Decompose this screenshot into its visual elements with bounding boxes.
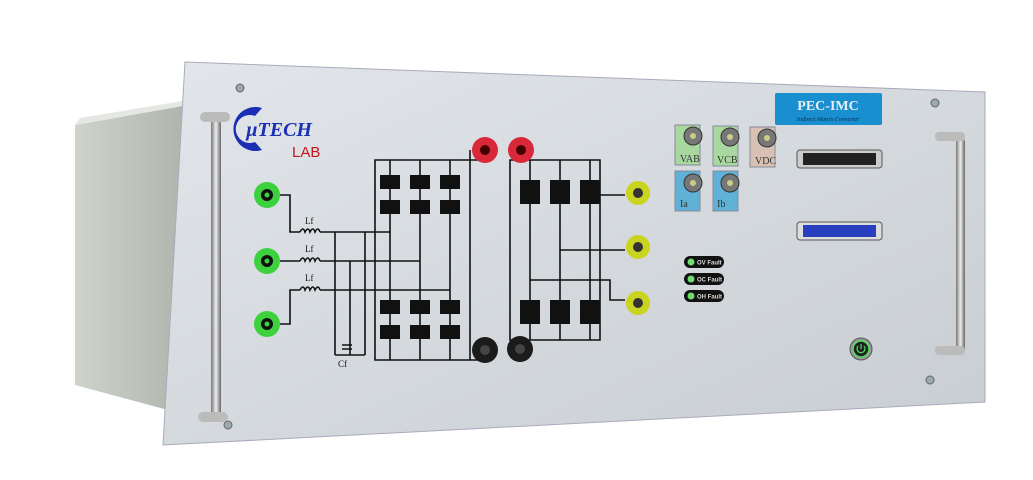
bnc-vab[interactable]: VAB bbox=[674, 124, 703, 166]
logo-sub: LAB bbox=[292, 144, 320, 161]
bnc-connectors: VAB VCB VDC Ia Ib bbox=[674, 124, 777, 212]
dsub-connector-bottom[interactable] bbox=[796, 221, 883, 241]
dc-link-positive-terminals bbox=[472, 137, 534, 163]
dc-positive-terminal-1[interactable] bbox=[472, 137, 498, 163]
left-handle bbox=[198, 112, 230, 422]
bnc-vcb[interactable]: VCB bbox=[712, 125, 740, 167]
inductor-label-2: Lf bbox=[305, 244, 314, 254]
nameplate: PEC-IMC Indirect Matrix Converter bbox=[775, 93, 882, 125]
screws bbox=[223, 83, 940, 430]
fault-indicator-oc: OC Fault bbox=[684, 273, 724, 285]
chassis-side bbox=[75, 105, 188, 410]
fault-indicator-oh: OH Fault bbox=[684, 290, 724, 302]
right-handle bbox=[935, 132, 965, 355]
bnc-ib[interactable]: Ib bbox=[712, 170, 740, 212]
inductor-label-3: Lf bbox=[305, 273, 314, 283]
capacitor-label: Cf bbox=[338, 359, 347, 369]
fault-indicator-ov: OV Fault bbox=[684, 256, 724, 268]
dc-negative-terminal-2[interactable] bbox=[507, 336, 533, 362]
power-icon bbox=[856, 344, 866, 354]
chassis-top bbox=[75, 100, 188, 125]
bnc-ia-label: Ia bbox=[680, 199, 688, 210]
dc-positive-terminal-2[interactable] bbox=[508, 137, 534, 163]
bnc-vdc-label: VDC bbox=[755, 156, 776, 167]
fault-label-ov: OV Fault bbox=[697, 261, 722, 267]
dc-negative-terminal-1[interactable] bbox=[472, 337, 498, 363]
bnc-vcb-label: VCB bbox=[717, 155, 738, 166]
circuit-schematic: Lf Lf Lf Cf bbox=[280, 150, 625, 369]
input-terminals bbox=[254, 182, 280, 337]
input-terminal-a[interactable] bbox=[254, 182, 280, 208]
front-panel bbox=[162, 61, 986, 446]
fault-indicators: OV Fault OC Fault OH Fault bbox=[684, 256, 724, 302]
bnc-vdc[interactable]: VDC bbox=[749, 126, 777, 168]
output-terminal-b[interactable] bbox=[626, 235, 650, 259]
logo-brand: µTECH bbox=[245, 119, 313, 141]
bnc-vab-label: VAB bbox=[680, 154, 700, 165]
input-terminal-b[interactable] bbox=[254, 248, 280, 274]
dsub-connector-top[interactable] bbox=[796, 149, 883, 169]
output-terminal-c[interactable] bbox=[626, 291, 650, 315]
output-terminals bbox=[626, 181, 650, 315]
bnc-ia[interactable]: Ia bbox=[674, 170, 703, 212]
fault-label-oc: OC Fault bbox=[697, 278, 722, 284]
mutech-lab-logo: µTECH LAB bbox=[233, 107, 320, 161]
inductor-label-1: Lf bbox=[305, 216, 314, 226]
fault-label-oh: OH Fault bbox=[697, 295, 722, 301]
output-terminal-a[interactable] bbox=[626, 181, 650, 205]
nameplate-subtitle: Indirect Matrix Converter bbox=[796, 117, 860, 123]
power-button[interactable] bbox=[849, 337, 873, 361]
dc-link-negative-terminals bbox=[472, 336, 533, 363]
nameplate-title: PEC-IMC bbox=[797, 99, 858, 114]
input-terminal-c[interactable] bbox=[254, 311, 280, 337]
bnc-ib-label: Ib bbox=[717, 199, 725, 210]
